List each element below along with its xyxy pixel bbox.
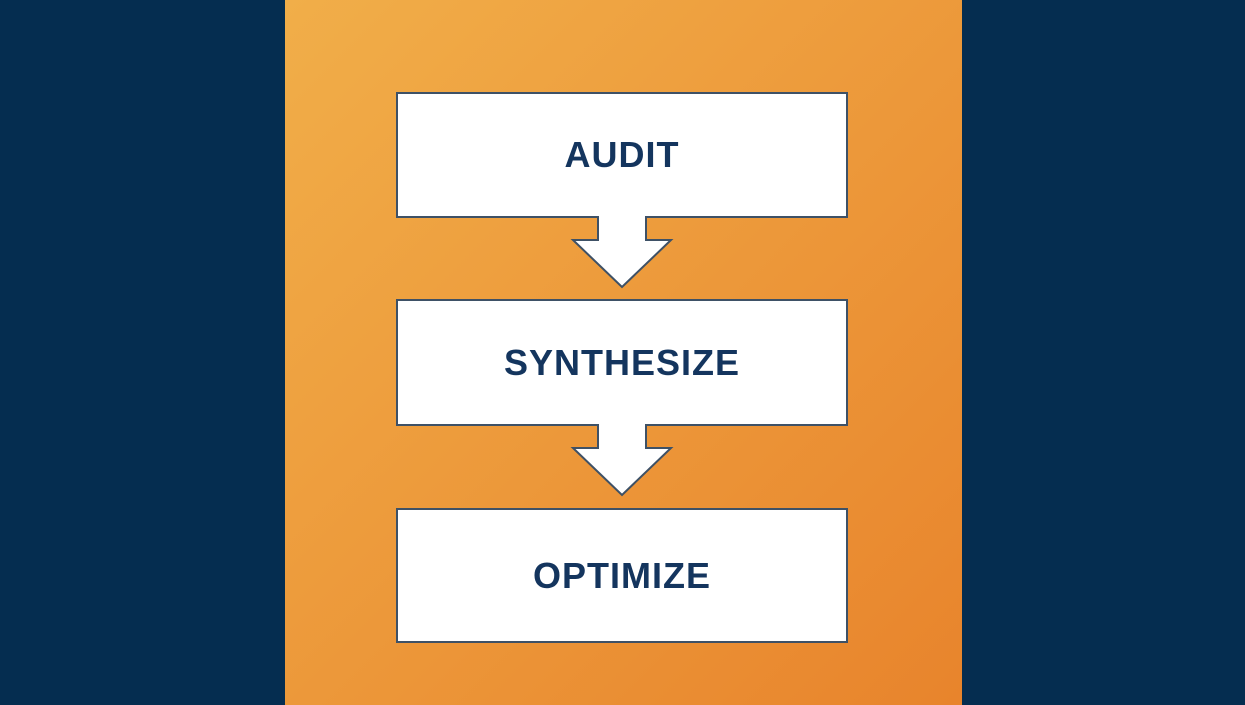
down-arrow-icon	[570, 216, 674, 289]
step-box-audit: AUDIT	[396, 92, 848, 218]
step-label-synthesize: SYNTHESIZE	[503, 341, 741, 383]
gradient-panel: AUDIT SYNTHESIZE OPTIMIZE	[285, 0, 962, 705]
step-label-optimize: OPTIMIZE	[533, 554, 711, 596]
down-arrow-icon	[570, 424, 674, 497]
step-box-optimize: OPTIMIZE	[396, 508, 848, 643]
step-label-audit: AUDIT	[564, 134, 680, 175]
step-box-synthesize: SYNTHESIZE	[396, 299, 848, 426]
